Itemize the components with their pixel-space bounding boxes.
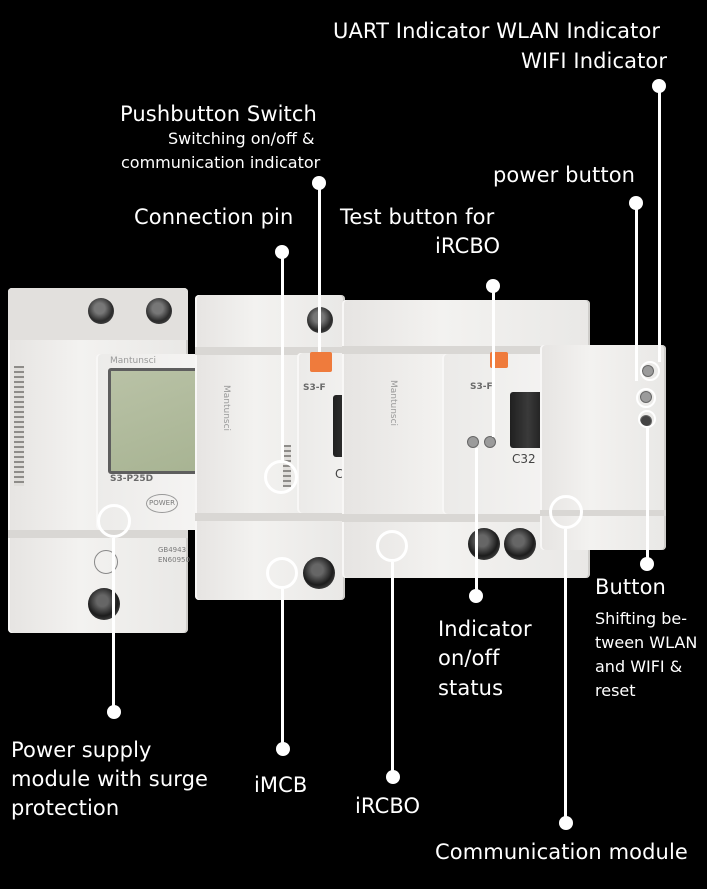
label-indicator-2: on/off bbox=[438, 646, 500, 670]
callout-dot-comm-module bbox=[559, 816, 573, 830]
ircbo-model-text: S3-F bbox=[470, 382, 493, 392]
imcb-pushbutton-switch[interactable] bbox=[310, 352, 332, 372]
psu-standard-2: EN60950 bbox=[158, 556, 190, 564]
label-power-button: power button bbox=[493, 163, 636, 187]
callout-dot-pushbutton bbox=[312, 176, 326, 190]
callout-ring-button bbox=[638, 410, 656, 428]
label-button-sub-3: and WIFI & bbox=[595, 657, 683, 676]
callout-ring-ircbo bbox=[376, 530, 408, 562]
vent-slots bbox=[14, 366, 24, 486]
brand-text: Mantunsci bbox=[388, 380, 398, 427]
top-terminal-screw-icon bbox=[146, 298, 172, 324]
label-pushbutton-sub-1: Switching on/off & bbox=[168, 129, 315, 148]
callout-dot-test-button bbox=[486, 279, 500, 293]
label-indicator-3: status bbox=[438, 676, 504, 700]
callout-dot-power-supply bbox=[107, 705, 121, 719]
label-pushbutton-switch: Pushbutton Switch bbox=[120, 102, 317, 126]
ircbo-indicator-led bbox=[467, 436, 479, 448]
callout-ring-wifi-indicator bbox=[640, 361, 660, 381]
label-imcb: iMCB bbox=[254, 773, 308, 797]
bottom-terminal-screw-icon bbox=[504, 528, 536, 560]
bottom-terminal-screw-icon bbox=[468, 528, 500, 560]
top-terminal-screw-icon bbox=[88, 298, 114, 324]
ircbo-test-button[interactable] bbox=[484, 436, 496, 448]
label-wifi-indicator: WIFI Indicator bbox=[521, 49, 668, 73]
label-power-supply-2: module with surge bbox=[11, 767, 209, 791]
bottom-terminal-screw-icon bbox=[303, 557, 335, 589]
callout-dot-indicator-status bbox=[469, 589, 483, 603]
label-communication-module: Communication module bbox=[435, 840, 688, 864]
callout-dot-connection-pin bbox=[275, 245, 289, 259]
label-button: Button bbox=[595, 575, 666, 599]
label-button-sub-4: reset bbox=[595, 681, 636, 700]
brand-text: Mantunsci bbox=[110, 356, 157, 366]
ground-symbol-icon bbox=[94, 550, 118, 574]
callout-dot-ircbo bbox=[386, 770, 400, 784]
callout-ring-connection-pin bbox=[264, 460, 298, 494]
label-test-button-1: Test button for bbox=[340, 205, 495, 229]
callout-ring-imcb bbox=[266, 557, 298, 589]
imcb-module: Mantunsci S3-F C32 bbox=[195, 295, 379, 600]
callout-ring-comm-module bbox=[549, 495, 583, 529]
label-power-supply-1: Power supply bbox=[11, 738, 152, 762]
psu-standard-1: GB4943 bbox=[158, 546, 187, 554]
label-test-button-2: iRCBO bbox=[435, 234, 501, 258]
psu-model-text: S3-P25D bbox=[110, 474, 154, 484]
brand-text: Mantunsci bbox=[221, 385, 231, 432]
bottom-terminal-screw-icon bbox=[88, 588, 120, 620]
label-uart-wlan-indicator: UART Indicator WLAN Indicator bbox=[333, 19, 661, 43]
callout-dot-button bbox=[640, 557, 654, 571]
callout-dot-imcb bbox=[276, 742, 290, 756]
label-ircbo: iRCBO bbox=[355, 794, 421, 818]
psu-power-text: POWER bbox=[146, 494, 178, 513]
label-connection-pin: Connection pin bbox=[134, 205, 294, 229]
callout-ring-power-button bbox=[636, 388, 656, 408]
label-indicator-1: Indicator bbox=[438, 617, 532, 641]
label-button-sub-2: tween WLAN bbox=[595, 633, 698, 652]
callout-dot-wifi-indicator bbox=[652, 79, 666, 93]
imcb-model-text: S3-F bbox=[303, 383, 326, 393]
power-supply-module: Mantunsci S3-P25D POWER GB4943 EN60950 bbox=[8, 288, 220, 633]
label-pushbutton-sub-2: communication indicator bbox=[121, 153, 321, 172]
ircbo-rating-text: C32 bbox=[512, 452, 536, 466]
callout-dot-power-button bbox=[629, 196, 643, 210]
callout-ring-power-supply bbox=[97, 504, 131, 538]
label-button-sub-1: Shifting be- bbox=[595, 609, 687, 628]
label-power-supply-3: protection bbox=[11, 796, 120, 820]
